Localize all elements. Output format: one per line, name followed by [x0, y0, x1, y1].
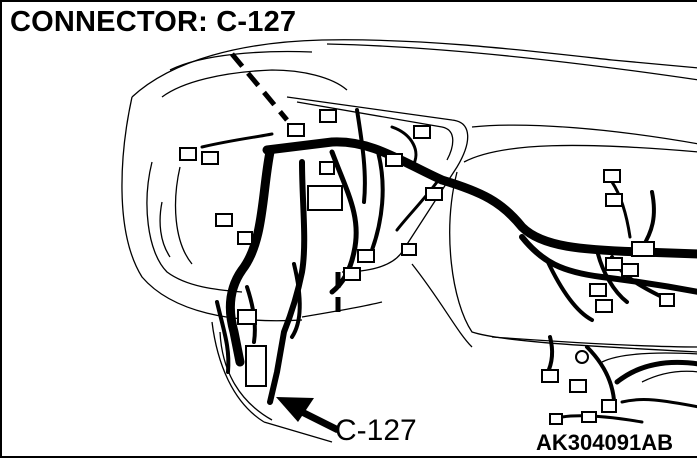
wire-harness — [200, 108, 697, 424]
centre-dashed-line — [230, 52, 341, 312]
dashboard-outline — [121, 39, 697, 443]
connector-callout-label: C-127 — [335, 414, 417, 447]
callout-arrow — [276, 397, 340, 434]
page-title: CONNECTOR: C-127 — [10, 6, 297, 38]
connectors — [179, 109, 675, 425]
ground-bolt — [575, 350, 589, 364]
figure-code: AK304091AB — [534, 430, 673, 456]
